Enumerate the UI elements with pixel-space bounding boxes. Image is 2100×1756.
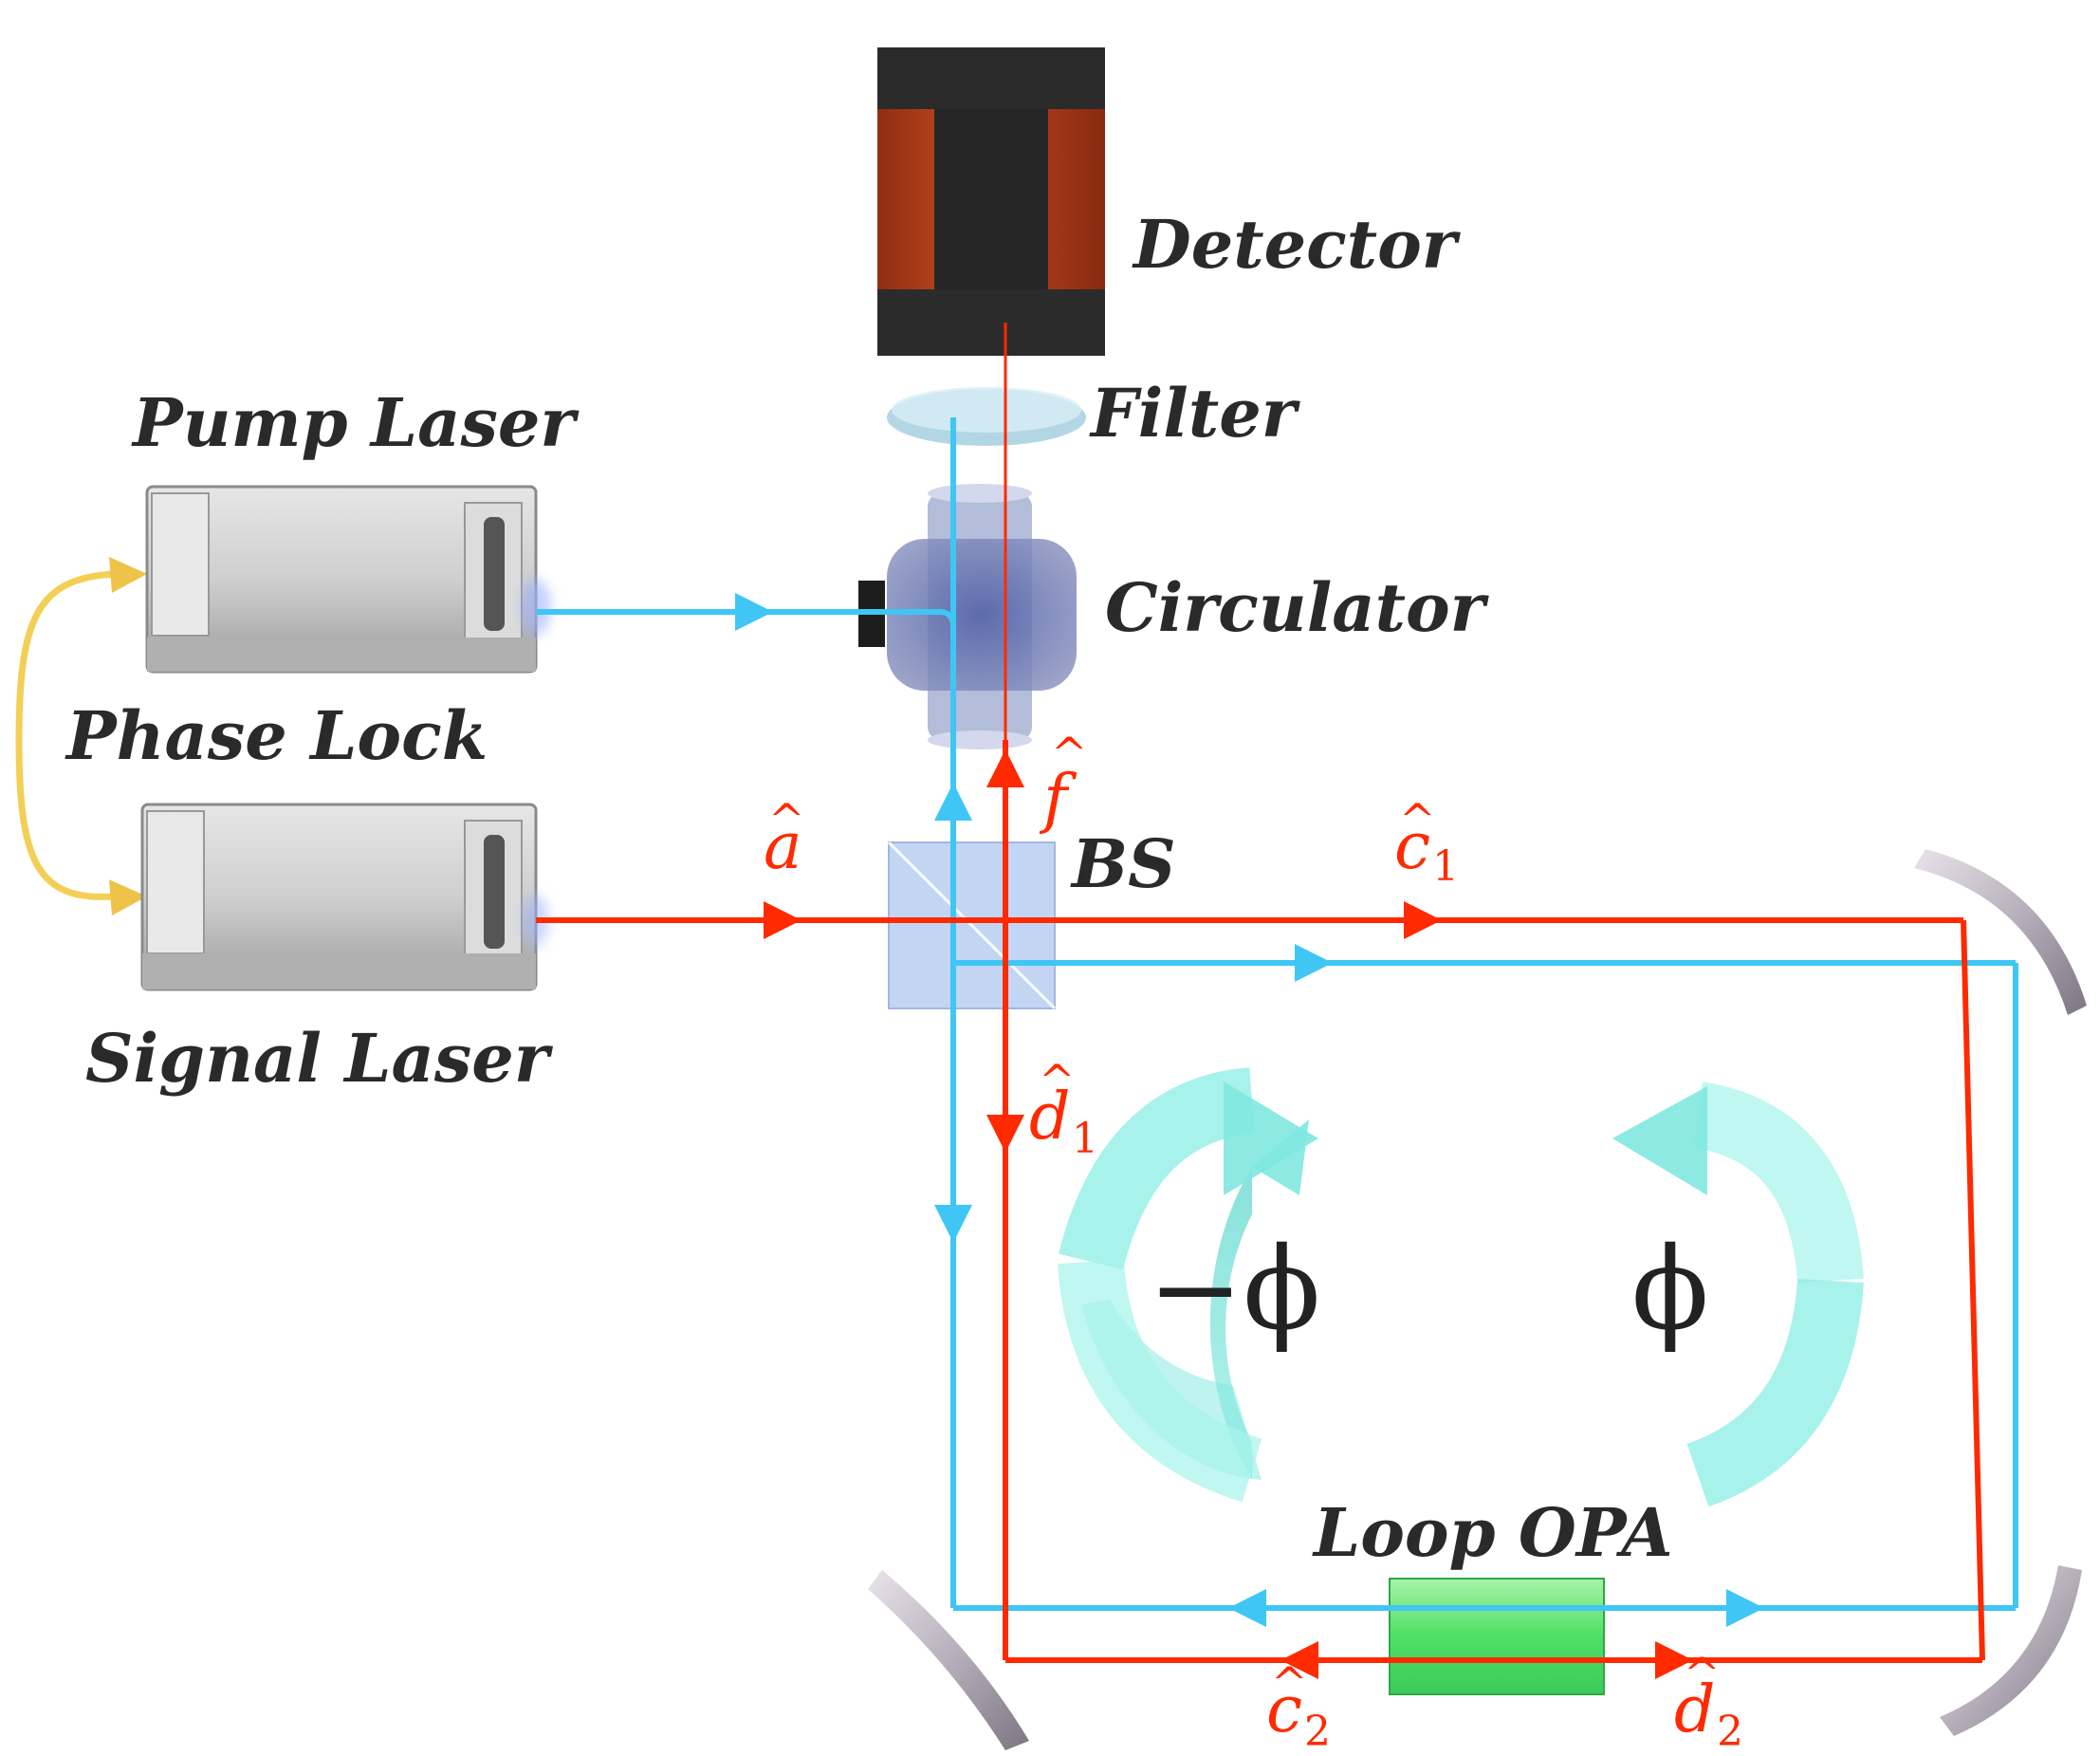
phase-lock-link (15, 557, 147, 915)
signal-laser-label: Signal Laser (85, 1019, 554, 1098)
svg-text:d: d (1674, 1673, 1716, 1747)
arrow-blue-right-bottom (1726, 1589, 1764, 1627)
arrow-blue-down (934, 1205, 972, 1243)
mirror-bottom-right (1940, 1565, 2082, 1736)
mirror-top-right (1914, 849, 2087, 1015)
arrow-blue-left (1228, 1589, 1266, 1627)
mirror-bottom-left (868, 1570, 1029, 1750)
arrow-d1 (986, 1115, 1024, 1153)
phase-lock-arrow-down (109, 879, 147, 915)
symbol-f: f ^ (1039, 728, 1088, 837)
phase-arrow-left (1058, 1067, 1318, 1503)
svg-text:2: 2 (1304, 1708, 1331, 1756)
svg-text:1: 1 (1432, 842, 1459, 891)
svg-text:^: ^ (1039, 1055, 1076, 1106)
arrow-red-up (986, 749, 1024, 787)
svg-text:^: ^ (1271, 1657, 1308, 1709)
filter (887, 387, 1086, 446)
svg-text:^: ^ (1051, 728, 1088, 779)
svg-text:^: ^ (768, 794, 805, 845)
svg-text:1: 1 (1072, 1115, 1098, 1163)
arrow-c1 (1404, 901, 1442, 939)
phase-arrow-right (1612, 1081, 1864, 1507)
detector (877, 47, 1105, 356)
arrow-c2 (1280, 1641, 1318, 1679)
loop-opa-crystal (1389, 1578, 1605, 1695)
arrow-blue-up (934, 783, 972, 821)
phase-right-label: ϕ (1631, 1224, 1709, 1356)
pump-laser (145, 485, 551, 674)
arrow-d2 (1655, 1641, 1693, 1679)
bs-label: BS (1070, 824, 1176, 903)
symbol-c2: c ^ 2 (1266, 1657, 1331, 1756)
circulator-label: Circulator (1105, 568, 1490, 647)
beam-splitter (887, 841, 1057, 1010)
arrow-blue-right (1295, 944, 1333, 982)
filter-label: Filter (1089, 374, 1301, 453)
symbol-d1: d ^ 1 (1029, 1055, 1098, 1163)
svg-text:d: d (1029, 1080, 1071, 1155)
symbol-a: a ^ (764, 794, 805, 884)
svg-text:^: ^ (1399, 794, 1436, 845)
symbol-c1: c ^ 1 (1394, 794, 1459, 891)
arrow-pump-right (735, 593, 773, 631)
beam-arrows (735, 593, 1764, 1679)
symbol-d2: d ^ 2 (1674, 1648, 1743, 1756)
svg-text:c: c (1394, 809, 1430, 884)
phase-lock-label: Phase Lock (64, 696, 488, 775)
svg-text:2: 2 (1717, 1708, 1743, 1756)
loop-opa-label: Loop OPA (1312, 1493, 1673, 1572)
pump-laser-label: Pump Laser (131, 383, 580, 462)
svg-text:^: ^ (1684, 1648, 1721, 1699)
svg-text:c: c (1266, 1673, 1302, 1747)
signal-laser (140, 803, 549, 991)
phase-left-label: −ϕ (1148, 1224, 1320, 1356)
arrow-signal-right (764, 901, 801, 939)
svg-text:a: a (764, 809, 802, 884)
phase-lock-arrow-up (109, 557, 147, 593)
circulator (858, 484, 1077, 749)
detector-label: Detector (1132, 205, 1462, 284)
